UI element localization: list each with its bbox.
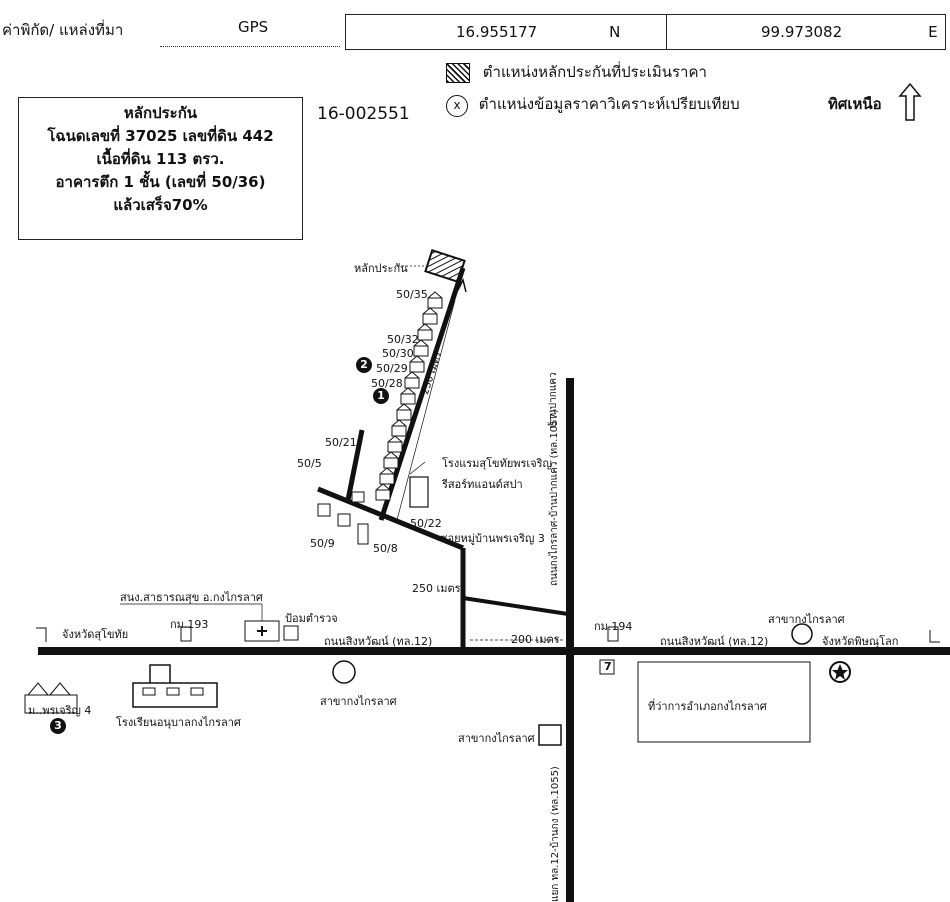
road-1057-label: ถนนกงไกรลาศ-บ้านปากแคว (ทล.1057) — [549, 409, 560, 586]
house-label-5022: 50/22 — [410, 517, 442, 530]
distance-200m: 200 เมตร — [511, 633, 560, 646]
soi-road — [317, 486, 464, 551]
district-office-label: ที่ว่าการอำเภอกงไกรลาศ — [648, 700, 767, 713]
legend-comparable: x ตำแหน่งข้อมูลราคาวิเคราะห์เปรียบเทียบ — [446, 92, 740, 117]
school-label: โรงเรียนอนุบาลกงไกรลาศ — [116, 716, 241, 729]
legend-collateral: ตำแหน่งหลักประกันที่ประเมินราคา — [446, 60, 707, 84]
longitude-dir: E — [928, 23, 938, 41]
dimension-line-230 — [396, 299, 456, 521]
collateral-access-road — [378, 267, 466, 521]
house-label-5032: 50/32 — [387, 333, 419, 346]
latitude-dir: N — [609, 23, 621, 41]
house-row — [317, 291, 443, 545]
house-label-509: 50/9 — [310, 537, 335, 550]
house-label-505: 50/5 — [297, 457, 322, 470]
to-phitsanulok-label: จังหวัดพิษณุโลก — [822, 635, 899, 648]
km193-post-icon — [180, 626, 192, 642]
branch-label-south: สาขากงไกรลาศ — [458, 732, 535, 745]
hotel-name-line1: โรงแรมสุโขทัยพรเจริญ — [442, 457, 552, 470]
latitude-value: 16.955177 — [456, 23, 538, 41]
coordinates-bar: ค่าพิกัด/ แหล่งที่มา GPS 16.955177 N 99.… — [0, 6, 950, 50]
collateral-title: หลักประกัน — [123, 104, 198, 122]
km194-label: กม.194 — [594, 620, 633, 633]
comparable-marker-3: 3 — [50, 718, 66, 734]
legend-collateral-text: ตำแหน่งหลักประกันที่ประเมินราคา — [482, 63, 707, 81]
hotel-building — [409, 476, 429, 508]
police-label: ป้อมตำรวจ — [285, 612, 338, 625]
bank-branch-icon — [538, 724, 562, 746]
deed-info: โฉนดเลขที่ 37025 เลขที่ดิน 442 — [47, 127, 274, 145]
reference-code: 16-002551 — [317, 104, 410, 124]
completion-status: แล้วเสร็จ70% — [113, 196, 208, 214]
road-end-east — [929, 630, 940, 643]
road-1055-label: แยก ทล.12-บ้านกง (ทล.1055) — [550, 766, 561, 902]
comparable-marker-2: 2 — [356, 357, 372, 373]
house-label-5021: 50/21 — [325, 436, 357, 449]
hatched-square-icon — [446, 62, 470, 83]
bank-branch-icon — [332, 660, 356, 684]
north-arrow-icon — [898, 82, 922, 121]
collateral-lot — [424, 249, 466, 283]
road-arrow-icon — [457, 277, 467, 293]
soi-name: ซอยหมู่บ้านพรเจริญ 3 — [440, 532, 545, 545]
school-building-icon — [132, 664, 218, 708]
to-sukhothai-label: จังหวัดสุโขทัย — [62, 628, 129, 641]
distance-250m: 250 เมตร — [412, 582, 461, 595]
seven-eleven-label: 7 — [604, 660, 612, 673]
building-info: อาคารตึก 1 ชั้น (เลขที่ 50/36) — [55, 173, 266, 191]
house-label-5030: 50/30 — [382, 347, 414, 360]
village-label: ม..พรเจริญ 4 — [28, 704, 92, 717]
road-1057-label-b: บ้านปากแคว — [548, 372, 559, 428]
branch-label-east: สาขากงไกรลาศ — [768, 613, 845, 626]
house-label-5028: 50/28 — [371, 377, 403, 390]
km193-label: กม.193 — [170, 618, 209, 631]
branch-label-center: สาขากงไกรลาศ — [320, 695, 397, 708]
convenience-store-icon — [599, 659, 615, 675]
house-label-508: 50/8 — [373, 542, 398, 555]
legend-comparable-text: ตำแหน่งข้อมูลราคาวิเคราะห์เปรียบเทียบ — [478, 95, 740, 113]
connector-road-east — [462, 596, 569, 616]
house-label-5035: 50/35 — [396, 288, 428, 301]
road-12-label-east: ถนนสิงหวัฒน์ (ทล.12) — [660, 635, 769, 648]
hotel-name-line2: รีสอร์ทแอนด์สปา — [442, 478, 523, 491]
road-end-west — [36, 627, 47, 642]
comparable-marker-1: 1 — [373, 388, 389, 404]
collateral-info-box: หลักประกัน โฉนดเลขที่ 37025 เลขที่ดิน 44… — [18, 97, 303, 240]
km194-post-icon — [607, 626, 619, 642]
source-underline — [160, 46, 340, 47]
highway-1057-road — [566, 378, 574, 902]
highway-12-road — [38, 647, 950, 655]
health-office-label: สนง.สาธารณสุข อ.กงไกรลาศ — [120, 591, 263, 604]
collateral-map-label: หลักประกัน — [354, 262, 408, 275]
coord-source: GPS — [238, 18, 269, 36]
coord-label: ค่าพิกัด/ แหล่งที่มา — [2, 21, 124, 39]
longitude-cell: 99.973082 E — [666, 14, 946, 50]
road-12-label-west: ถนนสิงหวัฒน์ (ทล.12) — [324, 635, 433, 648]
house-label-5029: 50/29 — [376, 362, 408, 375]
police-box-icon — [283, 625, 299, 641]
bank-branch-icon — [791, 623, 813, 645]
x-circle-icon: x — [446, 95, 468, 117]
land-area: เนื้อที่ดิน 113 ตรว. — [96, 150, 225, 168]
north-label: ทิศเหนือ — [828, 95, 882, 113]
longitude-value: 99.973082 — [761, 23, 843, 41]
branch-road-5021 — [345, 429, 365, 501]
village-icon — [24, 682, 78, 714]
district-office-box — [637, 661, 811, 743]
